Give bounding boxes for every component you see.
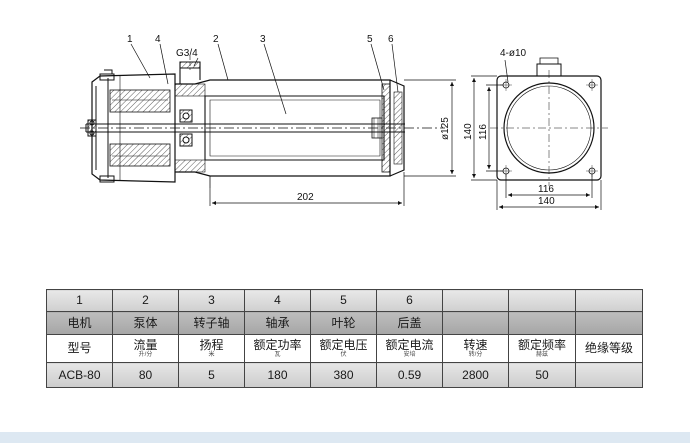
callout-5: 5: [367, 34, 373, 45]
param-label: 额定频率: [517, 337, 566, 352]
length-dimension: [209, 172, 405, 206]
part-number-cell: 3: [178, 289, 245, 312]
part-name-cell: 叶轮: [310, 311, 377, 335]
param-label: 扬程: [199, 337, 224, 352]
callout-4: 4: [155, 34, 161, 45]
callout-leaders: [130, 43, 399, 115]
param-label-cell: 绝缘等级: [575, 334, 643, 363]
param-label: 额定电压: [319, 337, 368, 352]
callout-inlet-thread: G3/4: [176, 48, 198, 59]
param-unit: 瓦: [274, 351, 281, 358]
diameter-dimension-label: ø125: [440, 117, 451, 140]
param-value-cell: 80: [112, 362, 179, 388]
param-label: 流量: [133, 337, 158, 352]
part-number-cell: 1: [46, 289, 113, 312]
rotor-shaft: [85, 123, 405, 133]
param-unit: 转/分: [468, 351, 483, 358]
bottom-band: [0, 432, 690, 443]
param-label-cell: 额定频率赫兹: [508, 334, 576, 363]
part-number-cell: [442, 289, 509, 312]
end-view-labels: 4-ø10 140 116 116 140: [463, 48, 555, 207]
param-unit: 伏: [340, 351, 347, 358]
part-name-row: 电机 泵体 转子轴 轴承 叶轮 后盖: [46, 311, 643, 335]
part-number-cell: 4: [244, 289, 311, 312]
part-name-cell: [508, 311, 576, 335]
end-view: [471, 57, 608, 210]
part-number-cell: 6: [376, 289, 443, 312]
length-dimension-label: 202: [297, 192, 314, 203]
end-view-vertical-dims: [471, 75, 503, 181]
param-label-cell: 流量升/分: [112, 334, 179, 363]
pump-body: [174, 56, 391, 188]
param-label-cell: 扬程米: [178, 334, 245, 363]
side-view-labels: 1 4 G3/4 2 3 5 6 202 ø125: [127, 34, 451, 203]
param-label-cell: 额定功率瓦: [244, 334, 311, 363]
param-label: 型号: [67, 341, 92, 355]
param-label-cell: 额定电流安培: [376, 334, 443, 363]
part-name-cell: 电机: [46, 311, 113, 335]
motor-housing: [87, 69, 176, 183]
height-inner-label: 116: [478, 124, 489, 140]
part-name-cell: 后盖: [376, 311, 443, 335]
part-name-cell: 转子轴: [178, 311, 245, 335]
param-value-cell: ACB-80: [46, 362, 113, 388]
part-name-cell: [442, 311, 509, 335]
part-name-cell: 轴承: [244, 311, 311, 335]
callout-2: 2: [213, 34, 219, 45]
param-value-cell: 2800: [442, 362, 509, 388]
param-value-cell: 180: [244, 362, 311, 388]
part-name-cell: [575, 311, 643, 335]
param-value-cell: 0.59: [376, 362, 443, 388]
height-outer-label: 140: [463, 123, 474, 140]
param-label-cell: 转速转/分: [442, 334, 509, 363]
width-outer-label: 140: [538, 196, 555, 207]
param-value-cell: [575, 362, 643, 388]
spec-table: 1 2 3 4 5 6 电机 泵体 转子轴 轴承 叶轮 后盖 型号 流量升/分 …: [46, 289, 643, 388]
callout-6: 6: [388, 34, 394, 45]
callout-3: 3: [260, 34, 266, 45]
width-inner-label: 116: [538, 184, 554, 195]
part-name-cell: 泵体: [112, 311, 179, 335]
parameter-label-row: 型号 流量升/分 扬程米 额定功率瓦 额定电压伏 额定电流安培 转速转/分 额定…: [46, 334, 643, 363]
param-unit: 升/分: [138, 351, 153, 358]
param-value-cell: 380: [310, 362, 377, 388]
param-label: 绝缘等级: [584, 341, 633, 355]
param-value-cell: 5: [178, 362, 245, 388]
param-label: 额定电流: [385, 337, 434, 352]
part-number-row: 1 2 3 4 5 6: [46, 289, 643, 312]
param-unit: 赫兹: [535, 351, 548, 358]
param-label-cell: 型号: [46, 334, 113, 363]
part-number-cell: [508, 289, 576, 312]
part-number-cell: 5: [310, 289, 377, 312]
param-label: 转速: [463, 337, 488, 352]
part-number-cell: [575, 289, 643, 312]
pump-technical-drawing: 1 4 G3/4 2 3 5 6 202 ø125: [80, 34, 608, 210]
param-unit: 米: [208, 351, 215, 358]
diameter-dimension: [404, 79, 456, 177]
param-label-cell: 额定电压伏: [310, 334, 377, 363]
param-value-cell: 50: [508, 362, 576, 388]
param-unit: 安培: [403, 351, 416, 358]
param-label: 额定功率: [253, 337, 302, 352]
side-section-view: [80, 43, 456, 206]
callout-1: 1: [127, 34, 133, 45]
mounting-hole-label: 4-ø10: [500, 48, 527, 59]
end-view-horizontal-dims: [496, 174, 602, 210]
parameter-value-row: ACB-80 80 5 180 380 0.59 2800 50: [46, 362, 643, 388]
part-number-cell: 2: [112, 289, 179, 312]
